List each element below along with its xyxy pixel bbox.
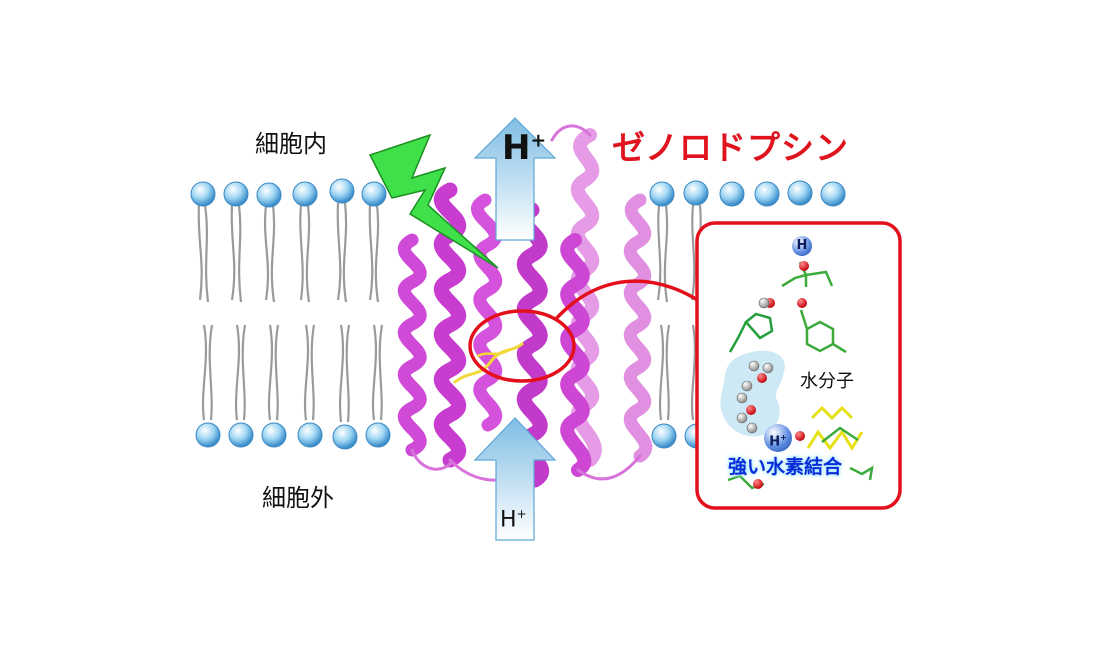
membrane-left bbox=[197, 202, 384, 423]
proton-in-charge: + bbox=[516, 507, 527, 521]
proton-arrow-in bbox=[473, 417, 557, 541]
lipid-heads-left bbox=[190, 178, 391, 450]
inset-box bbox=[695, 221, 902, 510]
intracellular-label: 細胞内 bbox=[255, 130, 327, 158]
strong-hydrogen-bond-label: 強い水素結合 bbox=[728, 456, 843, 478]
proton-out-label: H+ bbox=[502, 128, 546, 168]
protein-name-label: ゼノロドプシン bbox=[612, 128, 850, 167]
proton-in-symbol: H bbox=[500, 507, 517, 533]
proton-atom-charge: + bbox=[780, 433, 787, 442]
proton-atom-badge: H+ bbox=[764, 424, 792, 452]
water-molecule-label: 水分子 bbox=[800, 371, 854, 392]
light-lightning-icon bbox=[368, 133, 499, 269]
inset-molecular-view bbox=[720, 261, 874, 490]
hydrogen-atom-badge: H bbox=[792, 236, 812, 256]
proton-atom-symbol: H bbox=[769, 434, 781, 450]
proton-out-charge: + bbox=[530, 130, 547, 152]
membrane-right bbox=[656, 204, 703, 421]
proton-arrow-up bbox=[473, 117, 557, 241]
proton-in-label: H+ bbox=[500, 507, 527, 532]
extracellular-label: 細胞外 bbox=[262, 484, 334, 512]
proton-out-symbol: H bbox=[502, 128, 531, 168]
active-site-highlight bbox=[468, 279, 714, 383]
